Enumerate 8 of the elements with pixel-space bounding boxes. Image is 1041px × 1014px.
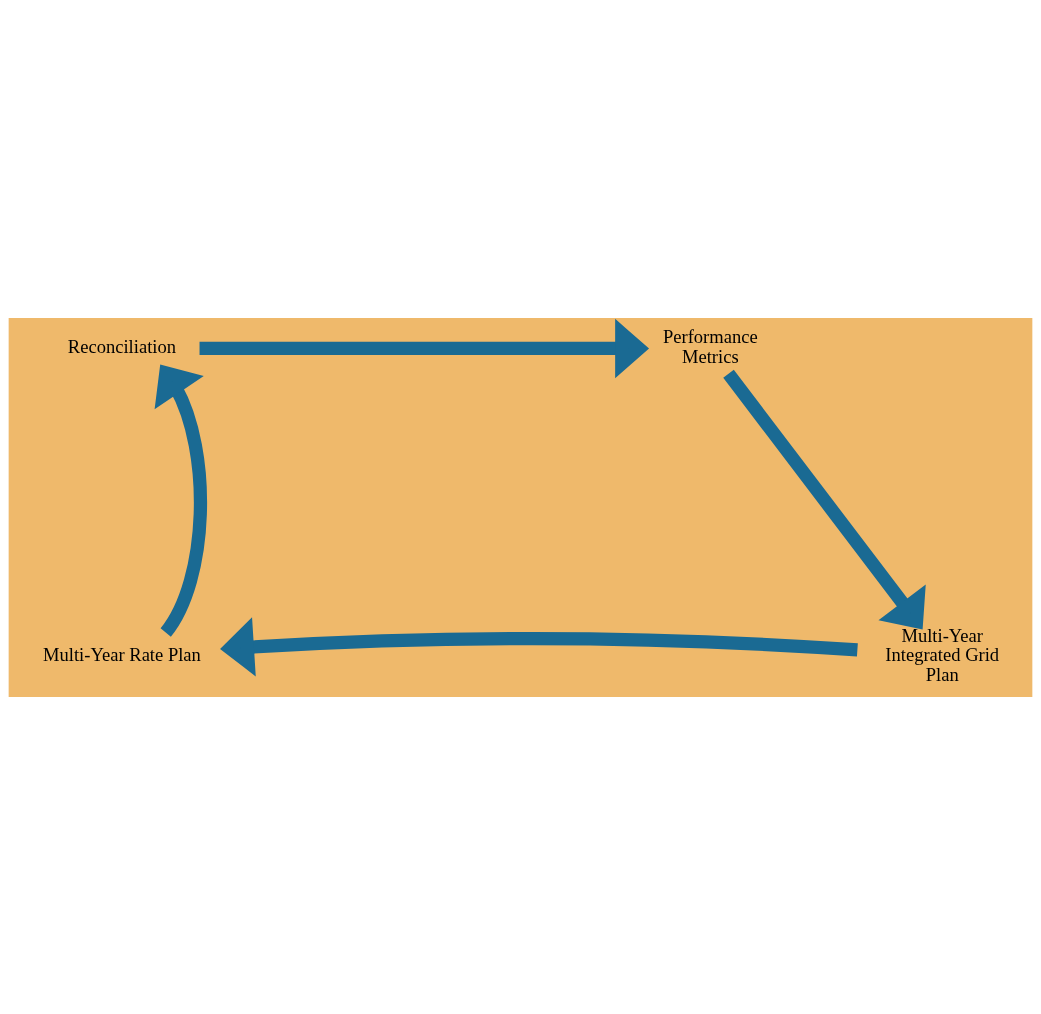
node-text: Performance Metrics [662, 325, 758, 367]
arrow [723, 369, 926, 629]
node-text: Reconciliation [67, 335, 177, 357]
arrow [220, 616, 858, 677]
node-text: Multi-Year Rate Plan [43, 643, 201, 665]
arrow [154, 363, 207, 636]
arrow [199, 318, 650, 378]
node-text: Multi-Year Integrated Grid Plan [885, 624, 1000, 685]
